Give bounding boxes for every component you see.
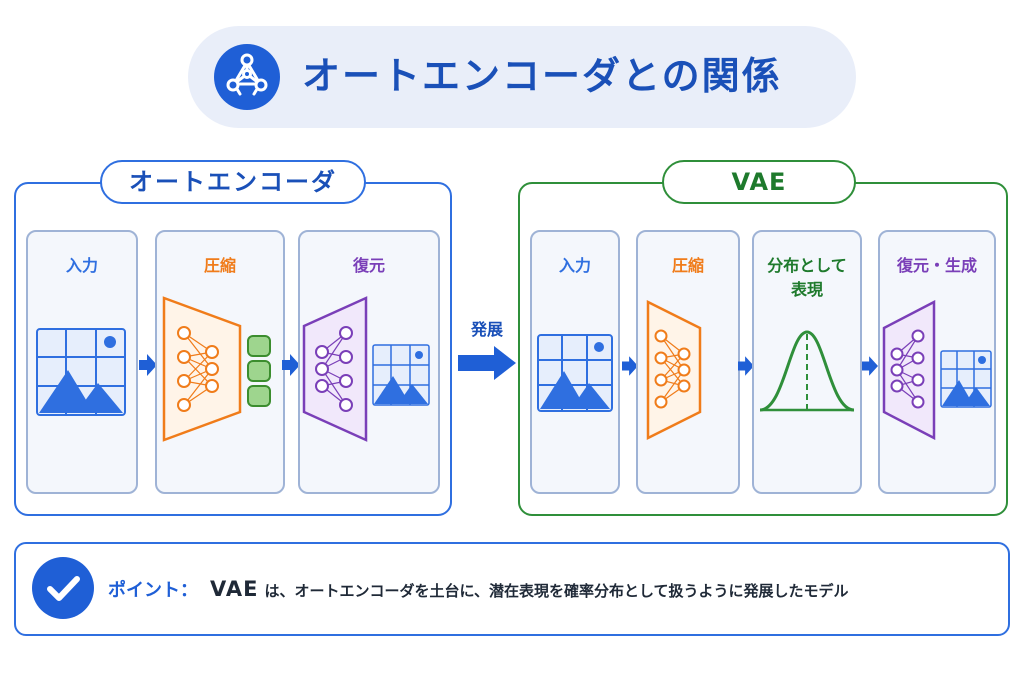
autoencoder-panel-label: オートエンコーダ xyxy=(100,160,366,204)
ae-compress-label: 圧縮 xyxy=(203,256,236,275)
vae-panel-label: VAE xyxy=(662,160,856,204)
generated-image-icon xyxy=(940,350,992,408)
vae-compress-label: 圧縮 xyxy=(671,256,704,275)
flow-arrow-icon xyxy=(862,356,878,376)
input-image-icon xyxy=(537,334,613,412)
network-graph-icon xyxy=(214,44,280,110)
gaussian-distribution-icon xyxy=(759,330,855,412)
output-image-icon xyxy=(372,344,430,406)
page-title: オートエンコーダとの関係 xyxy=(302,54,782,98)
decoder-network-icon xyxy=(302,296,368,442)
checkmark-icon xyxy=(32,557,94,619)
key-point-text: は、オートエンコーダを土台に、潜在表現を確率分布として扱うように発展したモデル xyxy=(264,582,849,600)
flow-arrow-icon xyxy=(622,356,638,376)
ae-input-label: 入力 xyxy=(65,256,98,275)
flow-arrow-icon xyxy=(139,354,157,376)
vae-input-label: 入力 xyxy=(558,256,591,275)
encoder-network-icon xyxy=(162,296,242,442)
vae-restore-generate-label: 復元・生成 xyxy=(896,256,977,275)
input-image-icon xyxy=(36,328,126,416)
key-point-box xyxy=(14,542,1010,636)
flow-arrow-icon xyxy=(282,354,300,376)
evolution-arrow-icon xyxy=(458,346,516,380)
ae-restore-label: 復元 xyxy=(352,256,385,275)
decoder-network-icon xyxy=(882,300,936,440)
title-banner xyxy=(188,26,856,128)
latent-code-icon xyxy=(247,335,271,407)
encoder-network-icon xyxy=(646,300,702,440)
key-point-subject: VAE xyxy=(210,577,259,601)
key-point-label: ポイント： xyxy=(108,580,198,601)
vae-distribution-label-line2: 表現 xyxy=(790,280,823,299)
vae-distribution-card: 分布として 表現 xyxy=(752,230,862,494)
flow-arrow-icon xyxy=(738,356,754,376)
vae-distribution-label-line1: 分布として xyxy=(767,256,847,275)
evolution-label: 発展 xyxy=(470,320,503,339)
key-point-line: ポイント： VAE は、オートエンコーダを土台に、潜在表現を確率分布として扱うように… xyxy=(108,575,849,603)
